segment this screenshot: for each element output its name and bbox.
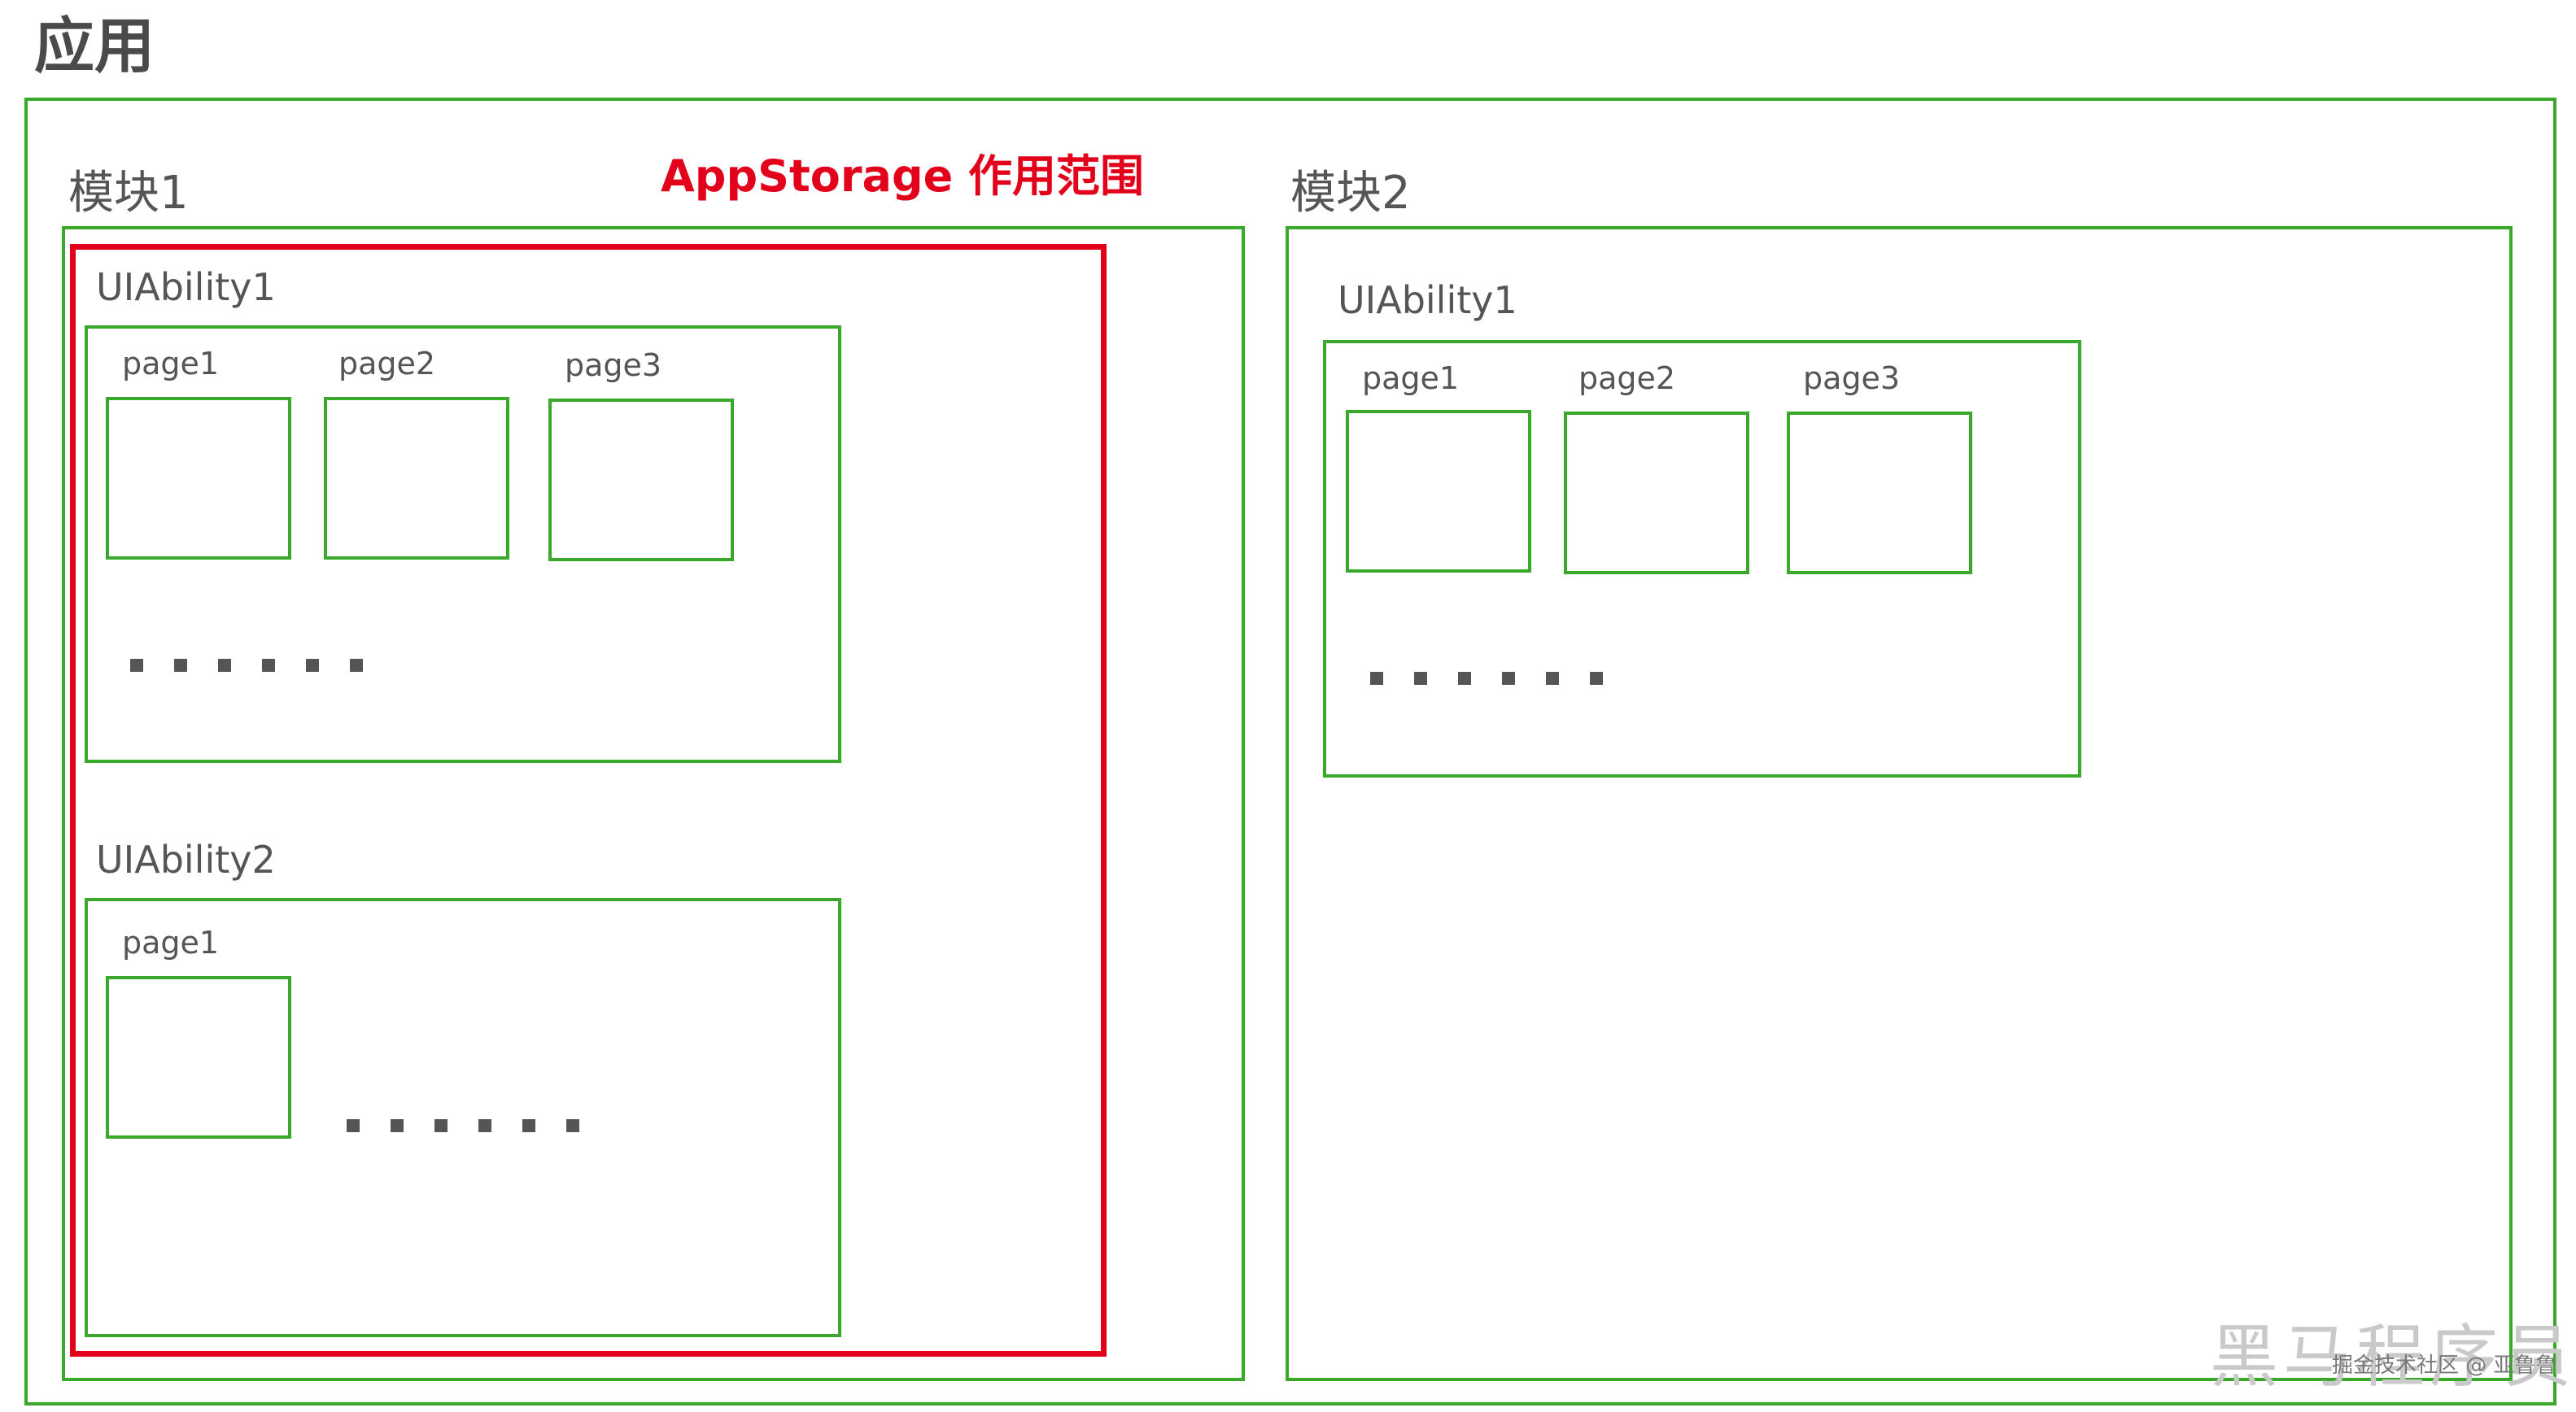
module1-ability1-label: UIAbility1	[96, 265, 276, 309]
watermark-logo-text: 黑马程序员	[2210, 1317, 2576, 1397]
ellipsis-dot	[1590, 672, 1603, 685]
module2-ability1-page3-label: page3	[1803, 360, 1901, 396]
watermark-credit: 掘金技术社区 @ 亚鲁鲁	[2332, 1353, 2557, 1378]
ellipsis-dot	[218, 659, 231, 672]
module1-ability2-container	[85, 898, 841, 1337]
ellipsis-dot	[522, 1119, 535, 1132]
module1-ability1-page1	[106, 397, 291, 560]
ellipsis-dot	[1370, 672, 1383, 685]
appstorage-scope-box	[70, 244, 1107, 1357]
module2-ability1-page2-label: page2	[1578, 360, 1676, 396]
ellipsis-dot	[1458, 672, 1471, 685]
module1-ability2-page1-label: page1	[122, 925, 220, 961]
module1-ability2-label: UIAbility2	[96, 838, 276, 882]
ellipsis-dot	[262, 659, 275, 672]
module1-ability1-container	[85, 325, 841, 763]
app-title: 应用	[34, 11, 155, 81]
ellipsis-dot	[478, 1119, 491, 1132]
module2-ability1-ellipsis	[1370, 672, 1603, 685]
module1-ability1-page3-label: page3	[565, 347, 662, 383]
ellipsis-dot	[350, 659, 363, 672]
module2-label: 模块2	[1290, 167, 1411, 220]
module1-ability1-page1-label: page1	[122, 346, 220, 381]
module1-ability1-page3	[548, 399, 734, 561]
module2-ability1-page3	[1787, 412, 1972, 574]
module2-ability1-page1	[1346, 410, 1531, 573]
module1-ability1-page2-label: page2	[338, 346, 436, 381]
module2-ability1-page1-label: page1	[1362, 360, 1460, 396]
ellipsis-dot	[1414, 672, 1427, 685]
ellipsis-dot	[130, 659, 143, 672]
ellipsis-dot	[174, 659, 187, 672]
module1-ability2-page1	[106, 976, 291, 1139]
ellipsis-dot	[434, 1119, 448, 1132]
ellipsis-dot	[566, 1119, 579, 1132]
ellipsis-dot	[1546, 672, 1559, 685]
module1-ability1-page2	[324, 397, 509, 560]
app-container	[24, 98, 2556, 1405]
ellipsis-dot	[347, 1119, 360, 1132]
module2-ability1-label: UIAbility1	[1338, 278, 1517, 322]
module1-ability1-ellipsis	[130, 659, 363, 672]
ellipsis-dot	[1502, 672, 1515, 685]
module2-ability1-page2	[1564, 412, 1749, 574]
module1-ability2-ellipsis	[347, 1119, 579, 1132]
module1-label: 模块1	[68, 167, 189, 220]
module1-container	[62, 226, 1245, 1381]
module2-ability1-container	[1323, 340, 2081, 778]
ellipsis-dot	[391, 1119, 404, 1132]
ellipsis-dot	[306, 659, 319, 672]
appstorage-scope-label: AppStorage 作用范围	[661, 150, 1145, 202]
module2-container	[1286, 226, 2513, 1381]
